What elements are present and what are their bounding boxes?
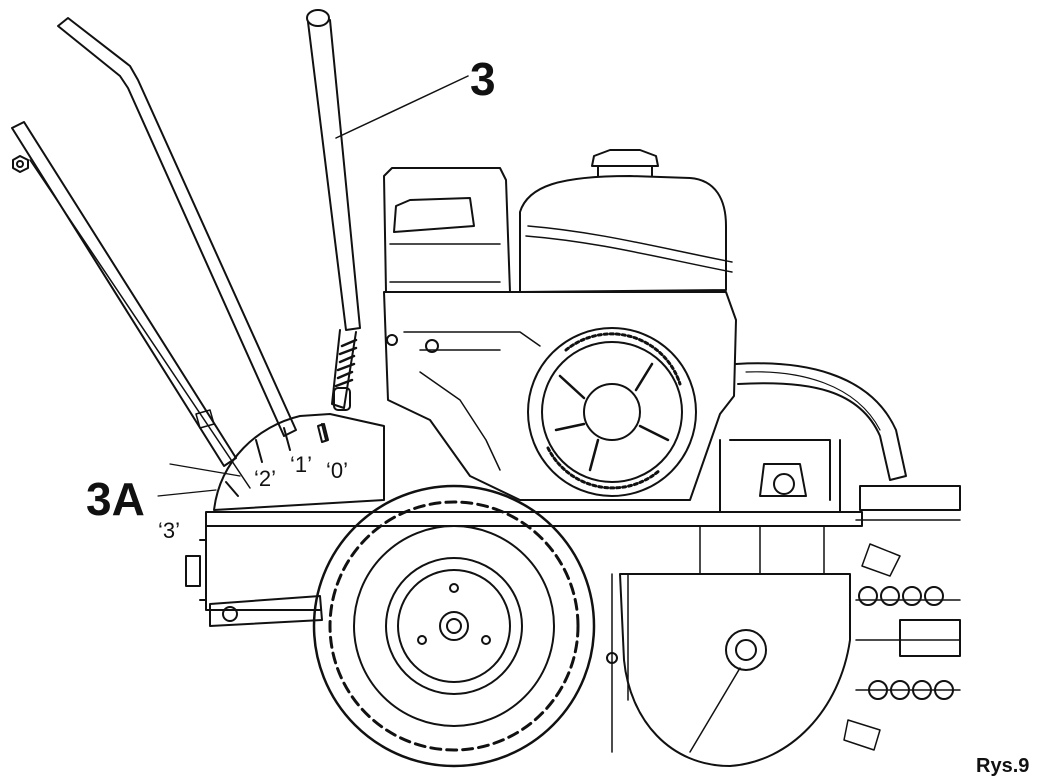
handle-position-3 [11, 121, 251, 489]
callout-3-leader [335, 75, 469, 139]
callout-3a-leader [157, 463, 241, 497]
wheel [312, 484, 596, 768]
position-sector-plate [213, 413, 385, 511]
position-label-0: ‘0’ [326, 458, 349, 483]
lever-spring [334, 338, 358, 388]
position-label-1: ‘1’ [290, 452, 313, 477]
chain-guard-disc [606, 525, 851, 767]
flywheel-cover [527, 327, 697, 497]
fuel-tank [519, 149, 733, 293]
position-label-2: ‘2’ [254, 466, 277, 491]
lever-3 [306, 9, 361, 411]
callout-3-label: 3 [470, 53, 496, 105]
fuel-cap [591, 149, 659, 167]
air-filter-box [383, 167, 511, 293]
frame [185, 439, 961, 627]
belt-guard [735, 362, 907, 481]
handle-position-1 [57, 17, 297, 437]
position-label-3: ‘3’ [158, 518, 181, 543]
callout-3a-label: 3A [86, 473, 145, 525]
engine-block [383, 291, 737, 501]
figure-caption: Rys.9 [976, 755, 1030, 777]
digging-chain [843, 519, 961, 751]
